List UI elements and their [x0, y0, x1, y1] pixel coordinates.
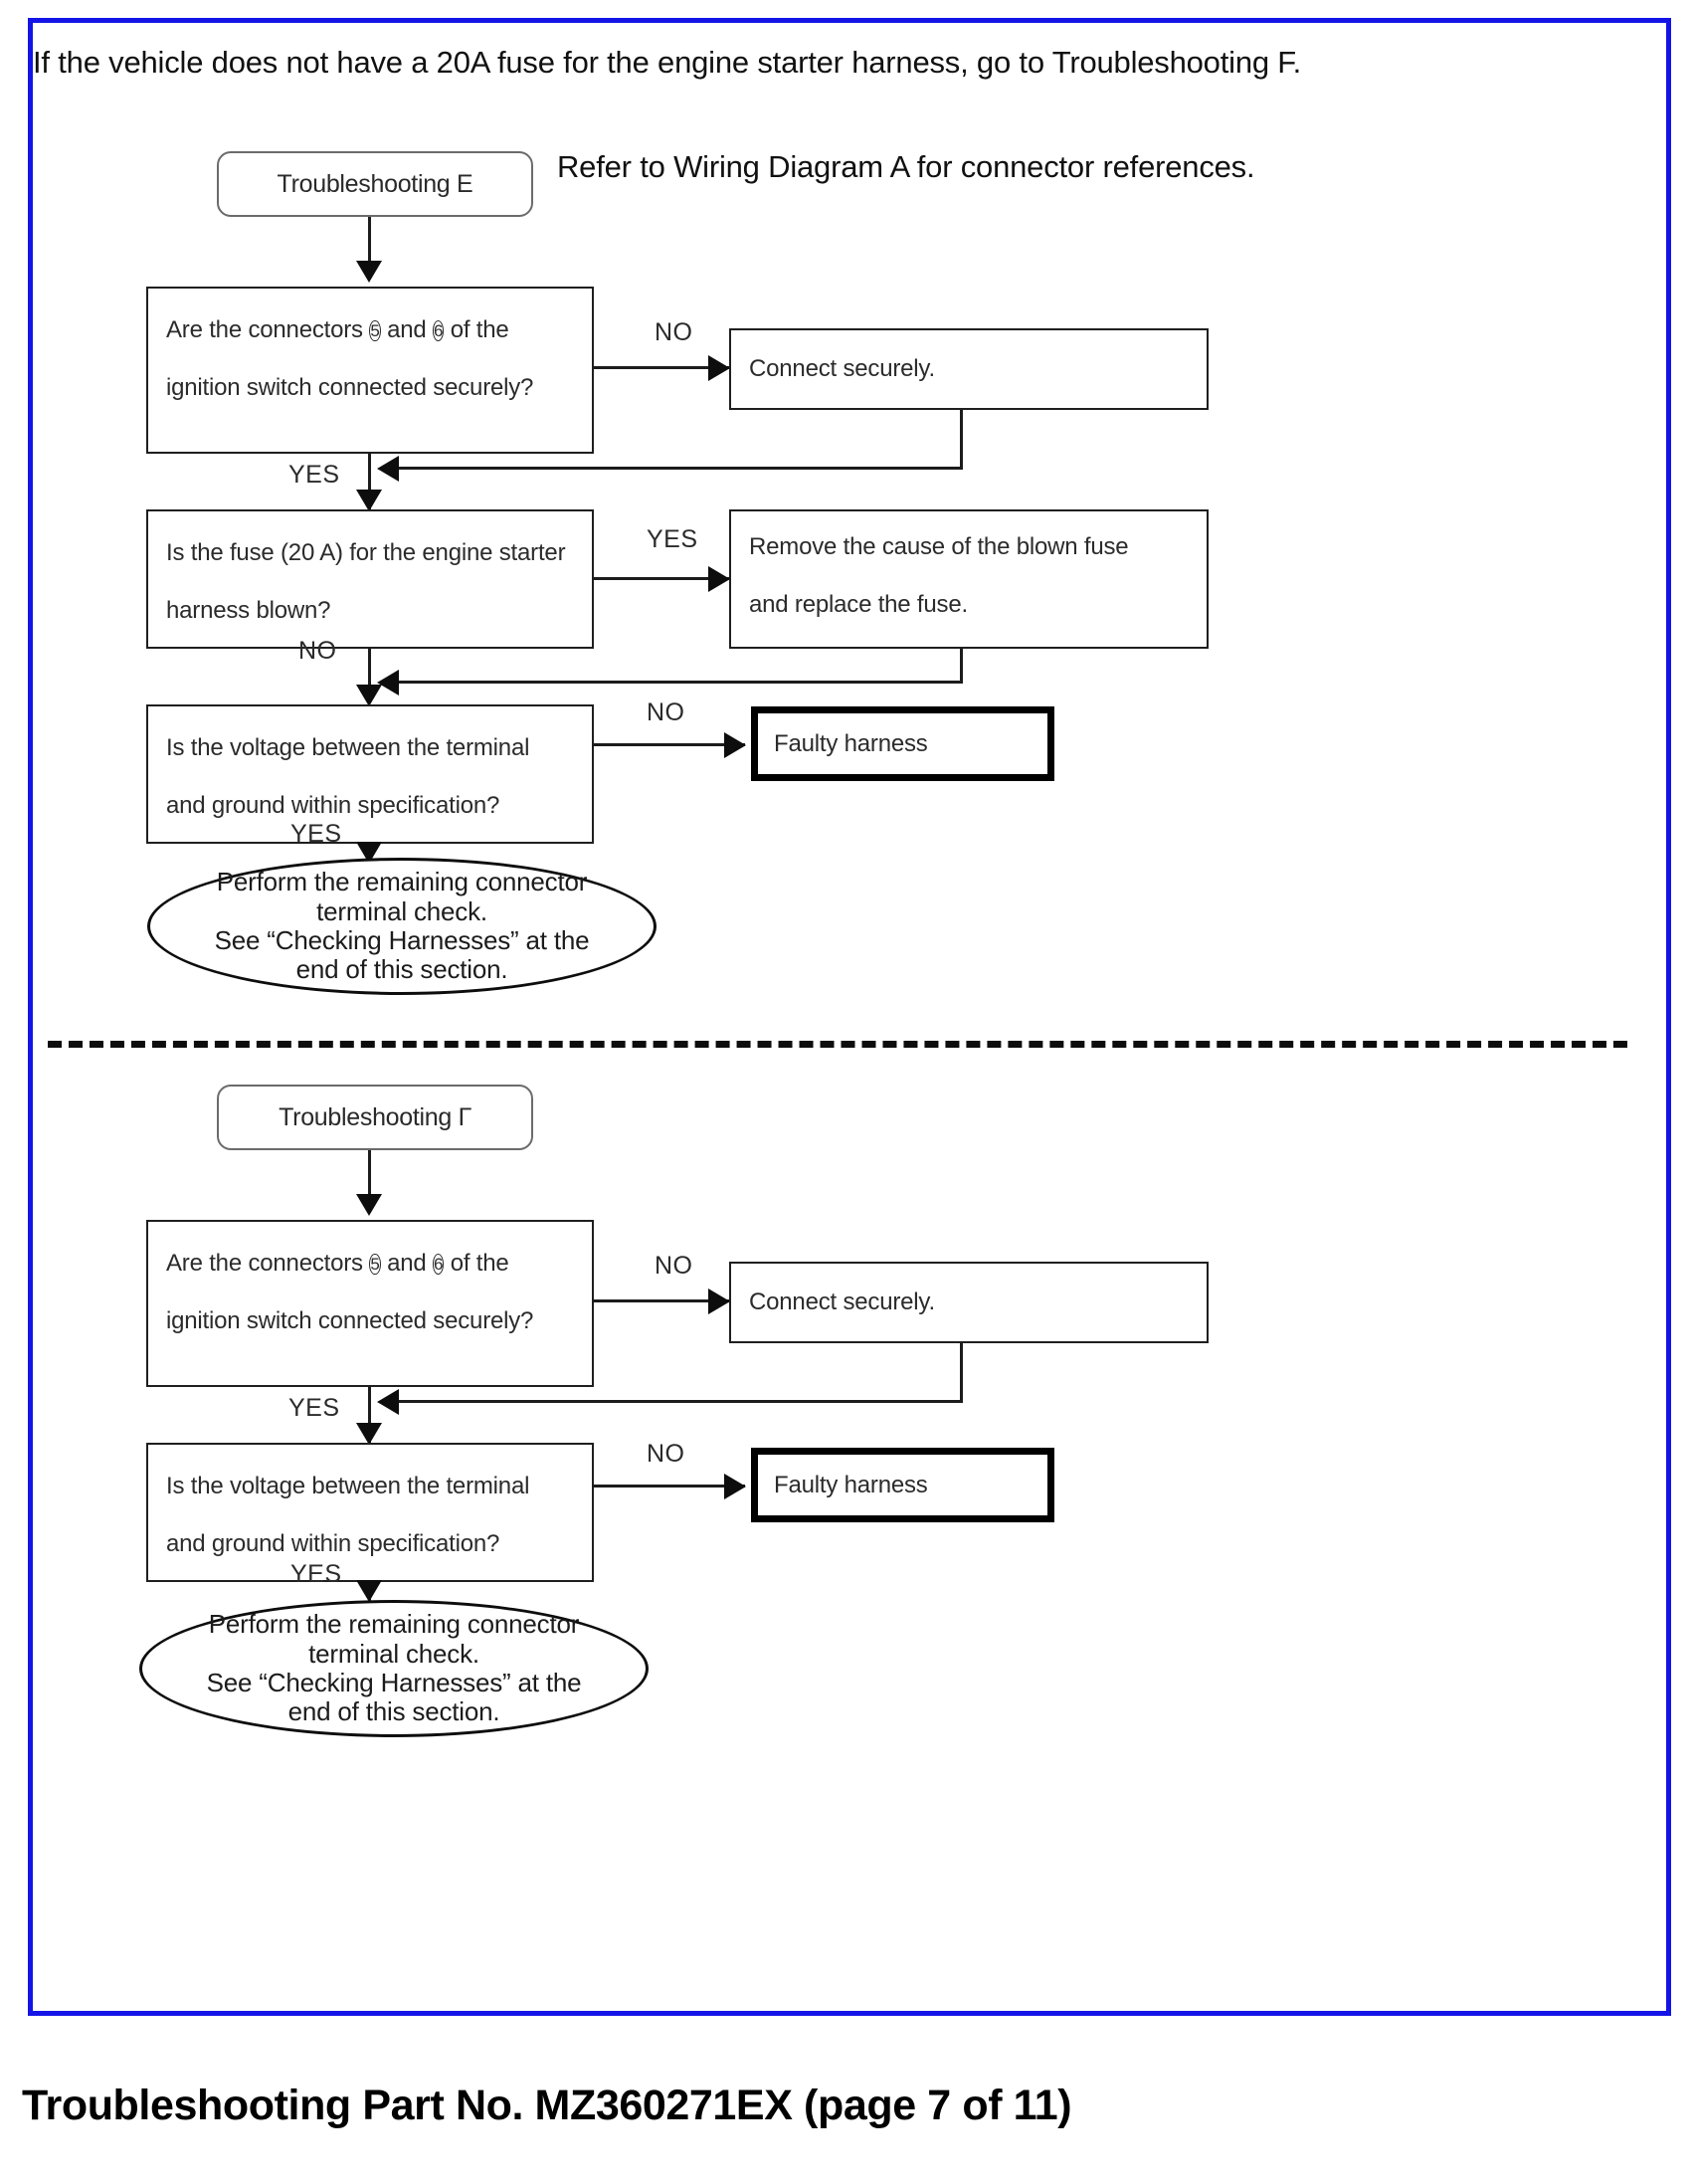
- flow-f-result-faulty-harness-box: Faulty harness: [751, 1448, 1054, 1522]
- flow-e-q1-text-d: of the: [450, 316, 509, 343]
- flow-e-question-2-line-2: harness blown?: [166, 597, 331, 624]
- flow-e-end-line-2: terminal check.: [316, 895, 487, 926]
- flow-f-question-1-box: Are the connectors 5 and 6 of the igniti…: [146, 1220, 594, 1387]
- connector-5-circled-icon: 5: [369, 1254, 381, 1275]
- flow-f-arrow-q2-yes: [356, 1580, 382, 1602]
- flow-e-q2-yes-label: YES: [647, 525, 698, 553]
- flow-f-question-2-line-2: and ground within specification?: [166, 1530, 500, 1557]
- footer-caption: Troubleshooting Part No. MZ360271EX (pag…: [22, 2082, 1072, 2129]
- flow-e-question-2-line-1: Is the fuse (20 A) for the engine starte…: [166, 539, 566, 566]
- flow-f-question-1-line-1: Are the connectors 5 and 6 of the: [148, 1252, 592, 1276]
- connector-6-circled-icon: 6: [432, 320, 445, 341]
- flow-e-answer-1-label: Connect securely.: [749, 355, 935, 382]
- flow-e-answer-2-line-2: and replace the fuse.: [749, 591, 968, 618]
- connector-6-circled-icon: 6: [432, 1254, 445, 1275]
- flow-e-connector-q3-no: [594, 743, 745, 746]
- flow-f-end-line-4: end of this section.: [287, 1696, 500, 1727]
- flow-f-q2-yes-label: YES: [290, 1560, 342, 1588]
- flow-f-q1-yes-label: YES: [288, 1394, 340, 1422]
- flow-e-q3-yes-label: YES: [290, 820, 342, 848]
- flow-e-q2-no-label: NO: [298, 637, 337, 665]
- flow-e-arrow-q1-yes: [356, 490, 382, 511]
- flow-f-arrow-a1-return: [377, 1389, 399, 1415]
- flow-f-end-line-2: terminal check.: [308, 1638, 479, 1669]
- flow-e-end-line-3: See “Checking Harnesses” at the: [214, 925, 590, 955]
- flow-e-answer-2-line-1: Remove the cause of the blown fuse: [749, 533, 1129, 560]
- flow-e-connector-q1-no: [594, 366, 731, 369]
- flow-f-start-node: Troubleshooting Г: [217, 1085, 533, 1150]
- flow-f-question-2-box: Is the voltage between the terminal and …: [146, 1443, 594, 1582]
- flow-f-q1-text-a: Are the connectors: [166, 1250, 363, 1277]
- flow-e-connector-q1-yes: [368, 454, 371, 509]
- flow-e-connector-a1-return-left: [396, 467, 963, 470]
- flow-e-question-3-line-1: Is the voltage between the terminal: [166, 734, 530, 761]
- flow-e-arrow-q2-no: [356, 685, 382, 706]
- flow-e-start-node: Troubleshooting E: [217, 151, 533, 217]
- flow-e-answer-1-box: Connect securely.: [729, 328, 1209, 410]
- intro-note: If the vehicle does not have a 20A fuse …: [33, 45, 1302, 80]
- flow-f-end-line-3: See “Checking Harnesses” at the: [206, 1668, 582, 1697]
- flow-e-end-line-4: end of this section.: [295, 954, 508, 985]
- flow-f-connector-q2-no: [594, 1485, 745, 1488]
- flow-e-arrow-q1-no: [708, 355, 730, 381]
- flow-e-question-2-box: Is the fuse (20 A) for the engine starte…: [146, 509, 594, 649]
- flow-e-arrow-a2-return: [377, 670, 399, 695]
- flow-f-q1-text-d: of the: [450, 1250, 509, 1277]
- flow-f-end-terminal-oval: Perform the remaining connector terminal…: [139, 1600, 649, 1737]
- flow-f-arrow-start-q1: [356, 1194, 382, 1216]
- flow-f-q1-no-label: NO: [655, 1252, 693, 1280]
- flow-e-result-faulty-harness-label: Faulty harness: [774, 729, 928, 757]
- flow-e-arrow-q3-no: [724, 732, 746, 758]
- flow-e-connector-start-q1: [368, 217, 371, 265]
- flow-f-question-1-line-2: ignition switch connected securely?: [166, 1307, 534, 1334]
- flow-e-start-label: Troubleshooting E: [277, 169, 473, 198]
- flow-e-q1-text-a: Are the connectors: [166, 316, 363, 343]
- flow-f-arrow-q1-yes: [356, 1423, 382, 1445]
- flow-f-result-faulty-harness-label: Faulty harness: [774, 1471, 928, 1498]
- flow-f-start-label: Troubleshooting Г: [279, 1102, 471, 1131]
- flow-f-connector-a1-return-down: [960, 1343, 963, 1403]
- flow-f-arrow-q2-no: [724, 1474, 746, 1499]
- flow-e-connector-a2-return-left: [396, 681, 963, 684]
- flow-e-question-3-box: Is the voltage between the terminal and …: [146, 704, 594, 844]
- flow-e-end-line-1: Perform the remaining connector: [216, 867, 588, 897]
- flow-f-answer-1-label: Connect securely.: [749, 1289, 935, 1315]
- flow-e-q3-no-label: NO: [647, 698, 685, 726]
- flow-e-connector-q2-yes: [594, 577, 731, 580]
- flow-e-result-faulty-harness-box: Faulty harness: [751, 706, 1054, 781]
- flow-f-connector-a1-return-left: [396, 1400, 963, 1403]
- wiring-diagram-note: Refer to Wiring Diagram A for connector …: [557, 149, 1255, 184]
- connector-5-circled-icon: 5: [369, 320, 381, 341]
- flow-f-connector-q1-yes: [368, 1387, 371, 1443]
- flow-e-question-3-line-2: and ground within specification?: [166, 792, 500, 819]
- flow-e-question-1-box: Are the connectors 5 and 6 of the igniti…: [146, 287, 594, 454]
- flow-e-end-terminal-oval: Perform the remaining connector terminal…: [147, 858, 657, 995]
- flow-e-q1-text-b: and: [387, 316, 427, 343]
- flow-f-q2-no-label: NO: [647, 1440, 685, 1468]
- flow-e-q1-yes-label: YES: [288, 461, 340, 489]
- flow-e-arrow-a1-return: [377, 456, 399, 482]
- section-divider: [48, 1041, 1627, 1048]
- flow-f-connector-q1-no: [594, 1299, 731, 1302]
- flow-e-question-1-line-2: ignition switch connected securely?: [166, 374, 534, 401]
- flow-e-answer-2-box: Remove the cause of the blown fuse and r…: [729, 509, 1209, 649]
- flow-f-q1-text-b: and: [387, 1250, 427, 1277]
- flow-f-answer-1-box: Connect securely.: [729, 1262, 1209, 1343]
- flow-e-arrow-q2-yes: [708, 566, 730, 592]
- flow-f-arrow-q1-no: [708, 1289, 730, 1314]
- flow-e-connector-q2-no: [368, 649, 371, 696]
- flow-e-question-1-line-1: Are the connectors 5 and 6 of the: [148, 318, 592, 342]
- flow-e-arrow-start-q1: [356, 261, 382, 283]
- flow-e-q1-no-label: NO: [655, 318, 693, 346]
- flow-f-question-2-line-1: Is the voltage between the terminal: [166, 1473, 530, 1499]
- flow-f-end-line-1: Perform the remaining connector: [208, 1609, 580, 1640]
- flow-e-connector-a2-return-down: [960, 649, 963, 684]
- flow-e-connector-a1-return-down: [960, 410, 963, 470]
- flow-f-connector-start-q1: [368, 1150, 371, 1198]
